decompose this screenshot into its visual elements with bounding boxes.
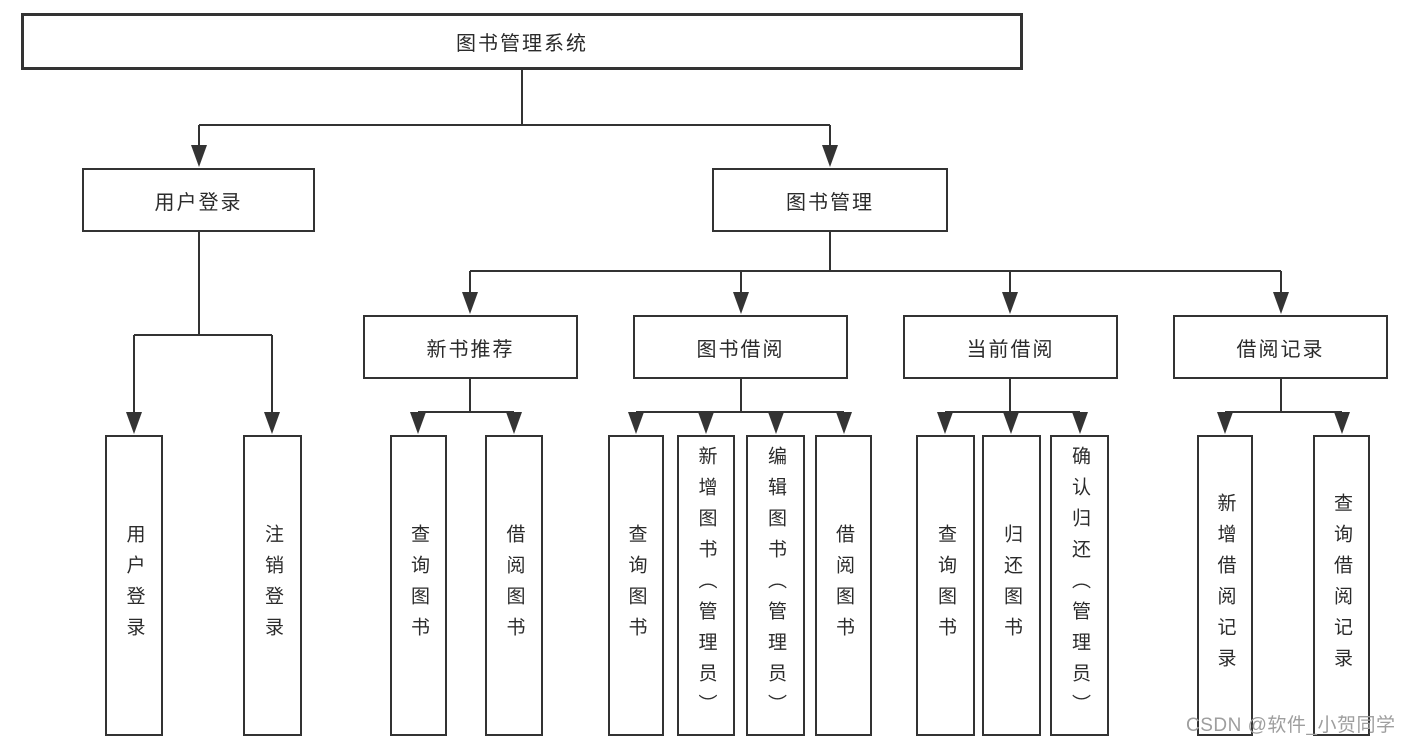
node-user-login: 用户登录 <box>82 168 315 232</box>
leaf-borrowing-edit-books-admin: 编辑图书（管理员） <box>746 435 805 736</box>
node-label: 图书管理 <box>786 191 874 214</box>
leaf-borrowing-query-books: 查询图书 <box>608 435 664 736</box>
connector-borrowing-records-children <box>1217 379 1350 434</box>
arrowhead <box>462 292 478 314</box>
arrowhead <box>1072 412 1088 434</box>
leaf-label: 归还图书 <box>1001 523 1022 648</box>
leaf-label: 注销登录 <box>262 523 283 648</box>
connector-user-login-children <box>126 232 280 434</box>
leaf-current-query-books: 查询图书 <box>916 435 975 736</box>
arrowhead <box>126 412 142 434</box>
node-borrowing-records: 借阅记录 <box>1173 315 1388 379</box>
leaf-label: 查询图书 <box>408 523 429 648</box>
leaf-records-add-borrow-record: 新增借阅记录 <box>1197 435 1253 736</box>
leaf-borrowing-borrow-books: 借阅图书 <box>815 435 872 736</box>
leaf-label: 查询借阅记录 <box>1331 492 1352 679</box>
arrowhead <box>410 412 426 434</box>
arrowhead <box>733 292 749 314</box>
node-label: 当前借阅 <box>966 338 1055 361</box>
leaf-label: 借阅图书 <box>503 523 525 648</box>
leaf-logout-login: 注销登录 <box>243 435 302 736</box>
node-label: 用户登录 <box>154 191 243 214</box>
leaf-newbook-query-books: 查询图书 <box>390 435 447 736</box>
node-label: 图书管理系统 <box>456 33 588 55</box>
node-label: 新书推荐 <box>426 338 515 361</box>
arrowhead <box>1273 292 1289 314</box>
node-label: 借阅记录 <box>1236 338 1325 361</box>
leaf-current-return-books: 归还图书 <box>982 435 1041 736</box>
connector-new-book-recommendation-children <box>410 379 522 434</box>
node-library-management-system: 图书管理系统 <box>21 13 1023 70</box>
leaf-newbook-borrow-books: 借阅图书 <box>485 435 543 736</box>
leaf-label: 借阅图书 <box>833 523 854 648</box>
leaf-label: 确认归还（管理员） <box>1069 446 1090 725</box>
leaf-borrowing-add-books-admin: 新增图书（管理员） <box>677 435 735 736</box>
arrowhead <box>191 145 207 167</box>
node-current-borrowing: 当前借阅 <box>903 315 1118 379</box>
leaf-label: 编辑图书（管理员） <box>765 446 786 725</box>
arrowhead <box>1002 292 1018 314</box>
connector-root-to-level2 <box>191 70 838 167</box>
arrowhead <box>506 412 522 434</box>
leaf-label: 用户登录 <box>123 523 145 648</box>
leaf-user-login: 用户登录 <box>105 435 163 736</box>
leaf-current-confirm-return-admin: 确认归还（管理员） <box>1050 435 1109 736</box>
node-label: 图书借阅 <box>696 338 785 361</box>
arrowhead <box>1003 412 1019 434</box>
leaf-label: 新增图书（管理员） <box>695 446 717 725</box>
connector-book-management-children <box>462 232 1289 314</box>
arrowhead <box>1217 412 1233 434</box>
arrowhead <box>836 412 852 434</box>
arrowhead <box>628 412 644 434</box>
arrowhead <box>768 412 784 434</box>
arrowhead <box>1334 412 1350 434</box>
node-book-management: 图书管理 <box>712 168 948 232</box>
node-book-borrowing: 图书借阅 <box>633 315 848 379</box>
node-new-book-recommendation: 新书推荐 <box>363 315 578 379</box>
leaf-label: 新增借阅记录 <box>1214 492 1236 679</box>
arrowhead <box>937 412 953 434</box>
csdn-watermark: CSDN @软件_小贺同学 <box>1186 715 1396 736</box>
arrowhead <box>264 412 280 434</box>
leaf-label: 查询图书 <box>935 523 956 648</box>
connector-book-borrowing-children <box>628 379 852 434</box>
arrowhead <box>698 412 714 434</box>
arrowhead <box>822 145 838 167</box>
leaf-label: 查询图书 <box>625 523 647 648</box>
connector-current-borrowing-children <box>937 379 1088 434</box>
leaf-records-query-borrow-record: 查询借阅记录 <box>1313 435 1370 736</box>
